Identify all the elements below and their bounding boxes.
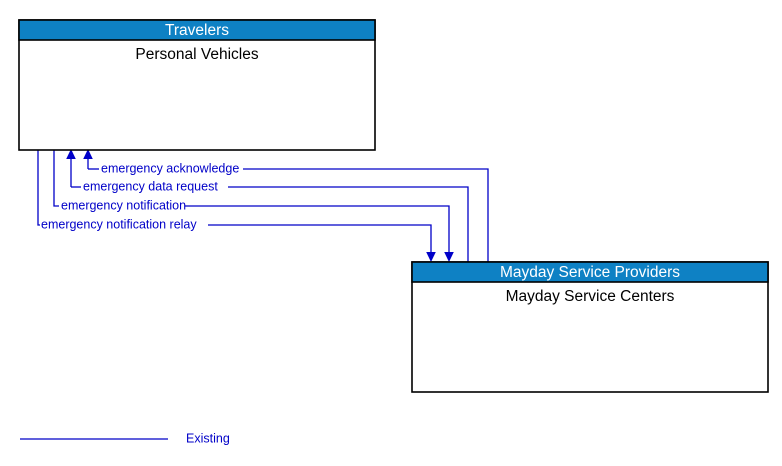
flow-label-emergency-data-request: emergency data request	[83, 179, 218, 193]
flow-path-emergency-notification-relay	[37, 150, 40, 226]
flow-path-emergency-acknowledge	[243, 168, 489, 262]
legend: Existing	[20, 431, 230, 445]
entity-personal-vehicles-name: Personal Vehicles	[135, 46, 258, 63]
entity-personal-vehicles-stakeholder: Travelers	[165, 22, 229, 39]
flow-emergency-acknowledge[interactable]	[83, 149, 489, 262]
entity-mayday-service-centers-stakeholder: Mayday Service Providers	[500, 264, 680, 281]
arrowhead-down-emergency-notification-relay	[426, 252, 436, 262]
flow-label-emergency-notification-relay: emergency notification relay	[41, 217, 197, 231]
entity-personal-vehicles[interactable]: Travelers Personal Vehicles	[18, 19, 376, 151]
entity-mayday-service-centers-name: Mayday Service Centers	[506, 288, 675, 305]
flow-connectors-group	[37, 149, 489, 262]
entity-personal-vehicles-body	[18, 19, 376, 151]
flow-labels-group: emergency acknowledge emergency data req…	[41, 161, 239, 231]
arrowhead-up-emergency-data-request	[66, 149, 76, 159]
arrowhead-up-emergency-acknowledge	[83, 149, 93, 159]
entity-personal-vehicles-header-bar	[18, 19, 376, 41]
arrowhead-down-emergency-notification	[444, 252, 454, 262]
flow-path-emergency-notification	[53, 150, 59, 207]
flow-label-emergency-acknowledge: emergency acknowledge	[101, 161, 239, 175]
legend-existing-label: Existing	[186, 431, 230, 445]
flow-emergency-data-request[interactable]	[66, 149, 469, 262]
flow-emergency-notification-relay[interactable]	[37, 150, 436, 262]
flow-path-emergency-notification-relay-run	[208, 224, 432, 252]
entity-mayday-service-centers-header-bar	[411, 261, 769, 283]
entity-mayday-service-centers-body	[411, 261, 769, 393]
flow-emergency-notification[interactable]	[53, 150, 454, 262]
flow-path-emergency-notification-run	[185, 205, 450, 252]
entity-mayday-service-centers[interactable]: Mayday Service Providers Mayday Service …	[411, 261, 769, 393]
flow-path-emergency-data-request	[228, 186, 469, 262]
flow-label-emergency-notification: emergency notification	[61, 198, 186, 212]
